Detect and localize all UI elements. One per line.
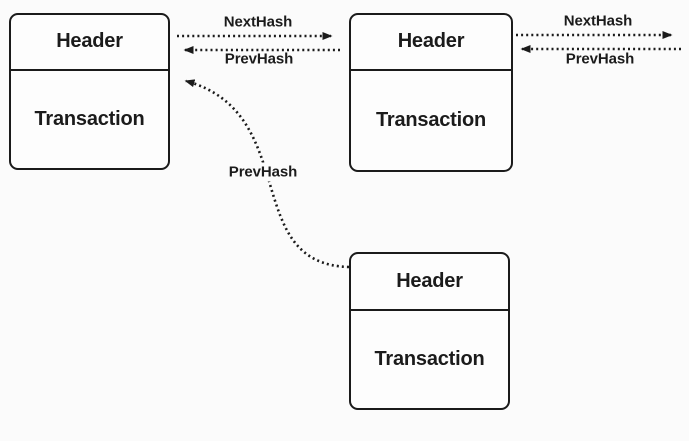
- block-1-transaction-section: Transaction: [11, 71, 168, 169]
- block-2-transaction-label: Transaction: [375, 108, 487, 131]
- prevhash-label-right: PrevHash: [565, 50, 635, 68]
- block-3-transaction-label: Transaction: [374, 347, 485, 370]
- block-3-transaction-section: Transaction: [351, 311, 508, 409]
- prevhash-label-curved: PrevHash: [223, 162, 303, 182]
- nexthash-label-right: NextHash: [563, 12, 633, 30]
- prevhash-label-left: PrevHash: [224, 50, 294, 68]
- block-3: Header Transaction: [349, 252, 510, 410]
- block-1-header-section: Header: [11, 15, 168, 71]
- nexthash-label-left: NextHash: [223, 13, 293, 31]
- block-1: Header Transaction: [9, 13, 170, 170]
- block-1-transaction-label: Transaction: [34, 107, 145, 130]
- block-1-header-label: Header: [56, 30, 123, 53]
- block-3-header-label: Header: [396, 269, 463, 292]
- block-3-header-section: Header: [351, 254, 508, 311]
- block-2: Header Transaction: [349, 13, 513, 172]
- block-2-header-section: Header: [351, 15, 511, 71]
- block-2-header-label: Header: [397, 30, 465, 53]
- block-2-transaction-section: Transaction: [351, 71, 511, 171]
